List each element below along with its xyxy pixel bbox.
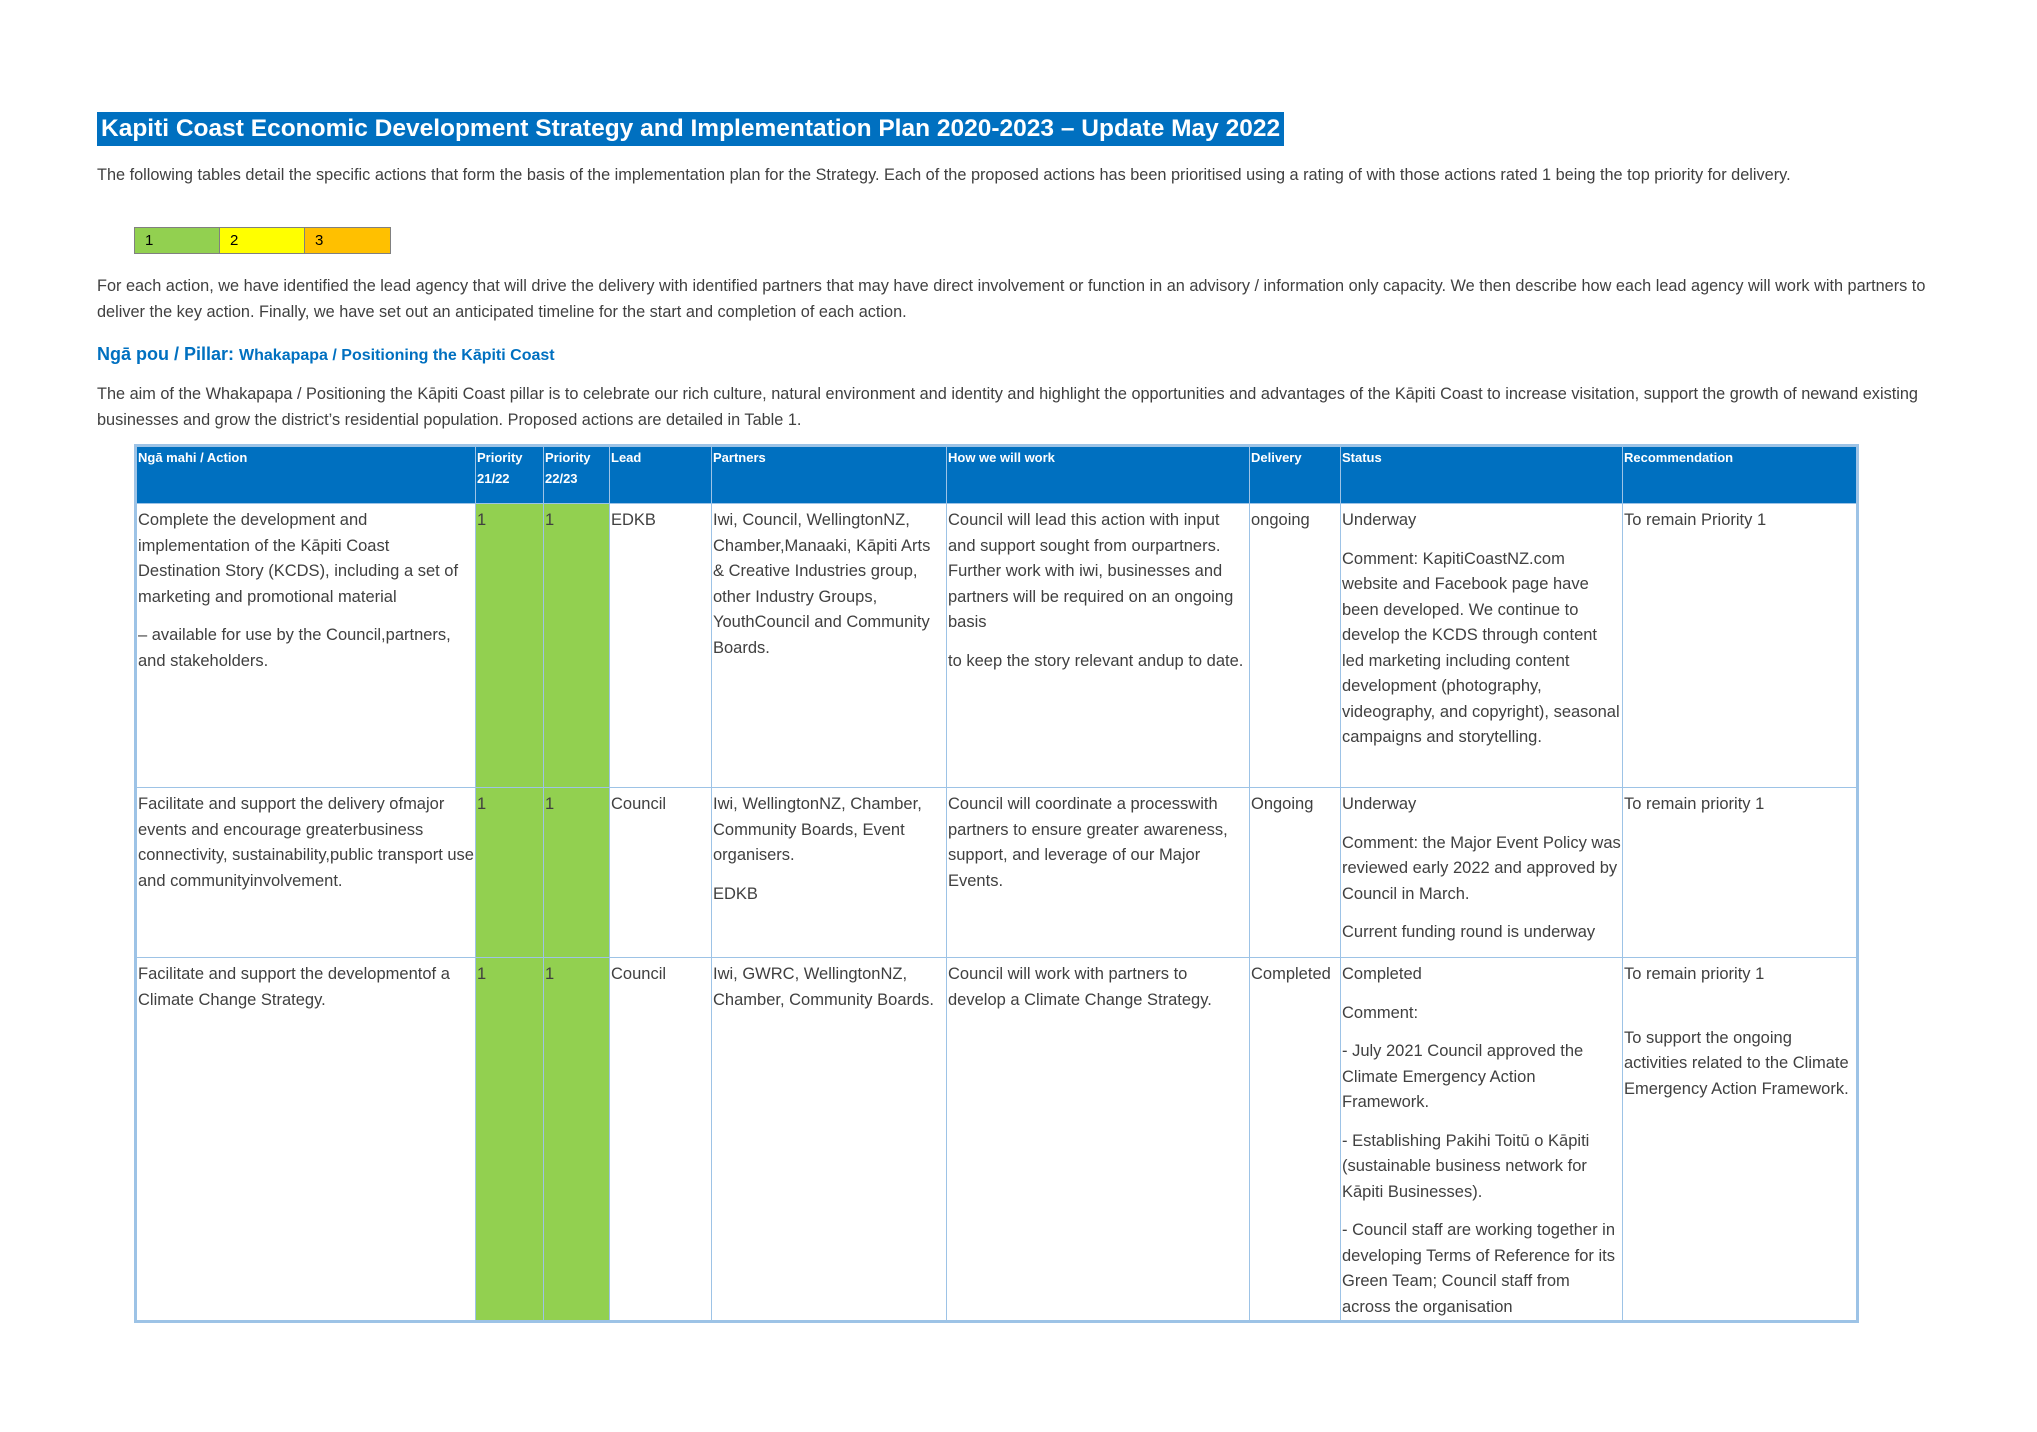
table-header-row: Ngā mahi / Action Priority 21/22 Priority… <box>135 445 1858 504</box>
pillar-aim-paragraph: The aim of the Whakapapa / Positioning t… <box>97 385 1918 429</box>
status-comment: - Establishing Pakihi Toitū o Kāpiti (su… <box>1342 1131 1590 1201</box>
cell-partners: Iwi, GWRC, WellingtonNZ, Chamber, Commun… <box>711 957 947 1322</box>
table-row: Facilitate and support the developmentof… <box>135 957 1858 1322</box>
header-partners: Partners <box>711 445 947 504</box>
cell-priority-22-23: 1 <box>543 787 610 958</box>
actions-table: Ngā mahi / Action Priority 21/22 Priority… <box>134 444 1859 1323</box>
cell-how-we-will-work: Council will work with partners to devel… <box>946 957 1250 1322</box>
cell-action: Facilitate and support the developmentof… <box>135 957 476 1322</box>
partners-text: Iwi, Council, WellingtonNZ, Chamber,Mana… <box>713 511 931 657</box>
header-priority-label: Priority <box>545 450 591 465</box>
status-comment: - Council staff are working together in … <box>1342 1221 1615 1316</box>
partners-text: Iwi, WellingtonNZ, Chamber, Community Bo… <box>713 795 922 864</box>
cell-how-we-will-work: Council will coordinate a processwith pa… <box>946 787 1250 958</box>
header-priority-21-22: Priority 21/22 <box>475 445 544 504</box>
cell-lead: Council <box>609 787 712 958</box>
status-comment: Comment: the Major Event Policy was revi… <box>1342 833 1621 903</box>
cell-status: Completed Comment: - July 2021 Council a… <box>1340 957 1623 1322</box>
cell-delivery: Completed <box>1249 957 1341 1322</box>
cell-delivery: ongoing <box>1249 503 1341 788</box>
recommendation-text: To support the ongoing activities relate… <box>1624 1028 1849 1098</box>
how-text: to keep the story relevant andup to date… <box>948 651 1244 670</box>
status-comment: Comment: <box>1342 1003 1419 1022</box>
status-text: Underway <box>1342 795 1417 813</box>
table-row: Facilitate and support the delivery ofma… <box>135 787 1858 958</box>
how-text: Council will work with partners to devel… <box>948 965 1212 1009</box>
lead-agency-paragraph: For each action, we have identified the … <box>97 277 1926 321</box>
status-comment: Comment: KapitiCoastNZ.com website and F… <box>1342 549 1620 747</box>
header-action: Ngā mahi / Action <box>135 445 476 504</box>
cell-action: Facilitate and support the delivery ofma… <box>135 787 476 958</box>
header-status: Status <box>1340 445 1623 504</box>
action-text: Facilitate and support the developmentof… <box>138 965 450 1009</box>
recommendation-text: To remain Priority 1 <box>1624 511 1767 529</box>
cell-how-we-will-work: Council will lead this action with input… <box>946 503 1250 788</box>
cell-partners: Iwi, Council, WellingtonNZ, Chamber,Mana… <box>711 503 947 788</box>
cell-action: Complete the development and implementat… <box>135 503 476 788</box>
pillar-name: Whakapapa / Positioning the Kāpiti Coast <box>239 347 555 364</box>
action-text: – available for use by the Council,partn… <box>138 626 451 670</box>
recommendation-text: To remain priority 1 <box>1624 795 1765 813</box>
status-comment: - July 2021 Council approved the Climate… <box>1342 1042 1584 1111</box>
action-text: Facilitate and support the delivery ofma… <box>138 795 474 890</box>
cell-status: Underway Comment: KapitiCoastNZ.com webs… <box>1340 503 1623 788</box>
how-text: Council will coordinate a processwith pa… <box>948 795 1228 890</box>
legend-priority-2: 2 <box>220 228 305 253</box>
recommendation-text: To remain priority 1 <box>1624 965 1765 983</box>
status-text: Underway <box>1342 511 1417 529</box>
header-delivery: Delivery <box>1249 445 1341 504</box>
priority-legend: 1 2 3 <box>134 227 391 254</box>
header-priority-year: 21/22 <box>477 471 510 486</box>
header-priority-year: 22/23 <box>545 471 578 486</box>
cell-lead: Council <box>609 957 712 1322</box>
header-priority-label: Priority <box>477 450 523 465</box>
cell-priority-21-22: 1 <box>475 503 544 788</box>
header-priority-22-23: Priority 22/23 <box>543 445 610 504</box>
cell-recommendation: To remain priority 1 <box>1622 787 1858 958</box>
cell-priority-22-23: 1 <box>543 503 610 788</box>
status-text: Completed <box>1342 965 1422 983</box>
cell-priority-21-22: 1 <box>475 957 544 1322</box>
page-title: Kapiti Coast Economic Development Strate… <box>97 112 1285 146</box>
cell-recommendation: To remain Priority 1 <box>1622 503 1858 788</box>
cell-partners: Iwi, WellingtonNZ, Chamber, Community Bo… <box>711 787 947 958</box>
cell-status: Underway Comment: the Major Event Policy… <box>1340 787 1623 958</box>
partners-text: Iwi, GWRC, WellingtonNZ, Chamber, Commun… <box>713 965 935 1009</box>
header-lead: Lead <box>609 445 712 504</box>
how-text: Council will lead this action with input… <box>948 511 1234 631</box>
cell-priority-21-22: 1 <box>475 787 544 958</box>
title-block: Kapiti Coast Economic Development Strate… <box>97 112 1285 146</box>
partners-text: EDKB <box>713 884 758 903</box>
header-recommendation: Recommendation <box>1622 445 1858 504</box>
intro-paragraph: The following tables detail the specific… <box>97 166 1791 184</box>
cell-priority-22-23: 1 <box>543 957 610 1322</box>
legend-priority-1: 1 <box>135 228 220 253</box>
cell-recommendation: To remain priority 1 To support the ongo… <box>1622 957 1858 1322</box>
status-comment: Current funding round is underway <box>1342 923 1596 941</box>
pillar-label: Ngā pou / Pillar: <box>97 344 240 364</box>
action-text: Complete the development and implementat… <box>138 511 459 606</box>
pillar-heading: Ngā pou / Pillar: Whakapapa / Positionin… <box>97 341 555 369</box>
cell-delivery: Ongoing <box>1249 787 1341 958</box>
legend-priority-3: 3 <box>305 228 390 253</box>
table-row: Complete the development and implementat… <box>135 503 1858 788</box>
cell-lead: EDKB <box>609 503 712 788</box>
header-how-we-will-work: How we will work <box>946 445 1250 504</box>
